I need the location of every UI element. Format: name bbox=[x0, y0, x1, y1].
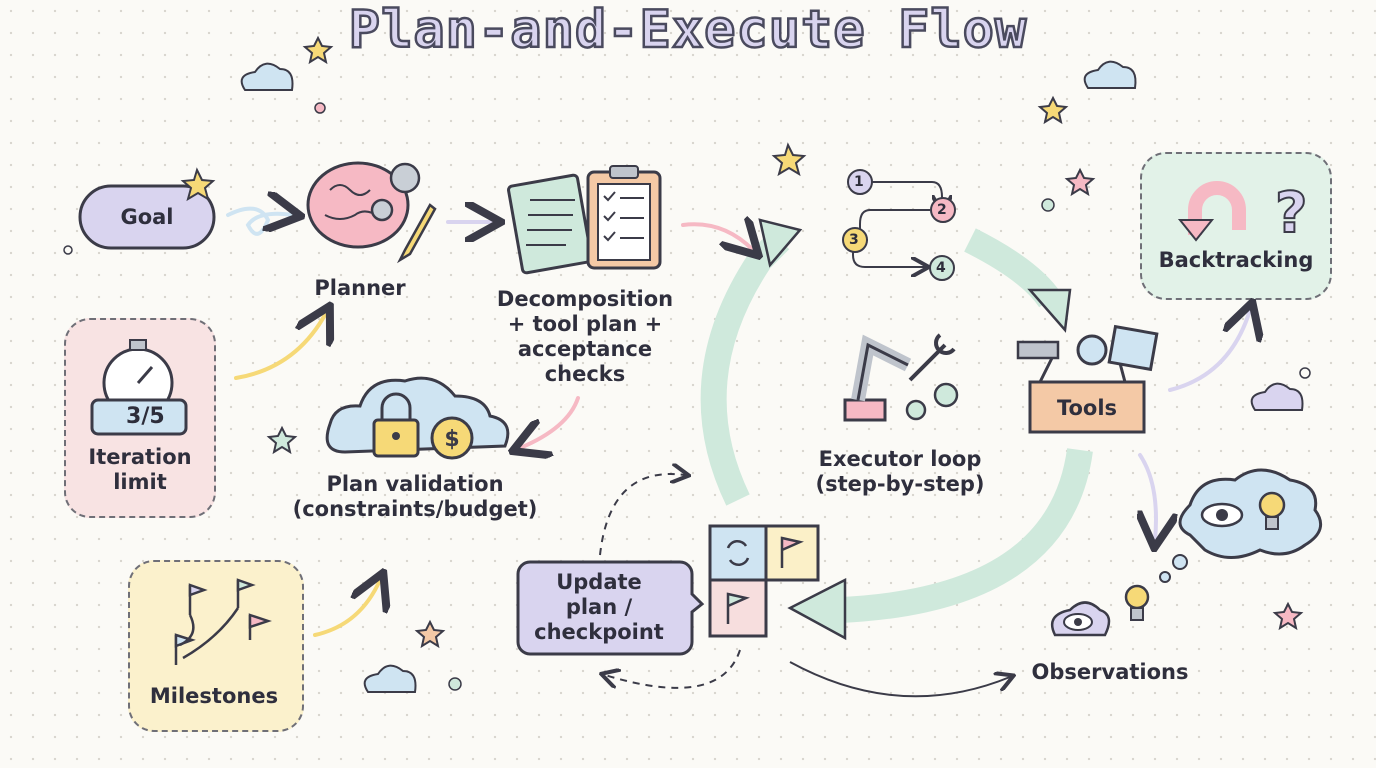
small-cloud bbox=[1083, 60, 1137, 89]
svg-text:$: $ bbox=[444, 427, 459, 452]
tools-label: Tools bbox=[1056, 396, 1118, 420]
observations-label: Observations bbox=[1031, 660, 1189, 684]
update-plan-bubble bbox=[516, 560, 705, 656]
small-cloud bbox=[363, 664, 417, 693]
toolbox-icon bbox=[1016, 324, 1159, 434]
documents-icon bbox=[507, 173, 593, 275]
step-1: 1 bbox=[854, 174, 864, 190]
step-badge bbox=[842, 227, 868, 253]
update-plan-label: Update plan / checkpoint bbox=[534, 570, 664, 644]
iteration-total: /5 bbox=[141, 404, 165, 429]
step-3: 3 bbox=[849, 232, 859, 248]
lock-icon bbox=[372, 392, 420, 458]
dashed-arrow-update-executor bbox=[599, 474, 685, 556]
arrow-iteration-planner bbox=[234, 313, 326, 380]
arrow-goal-planner bbox=[226, 209, 293, 236]
flag-icon bbox=[780, 536, 804, 568]
gear-icon bbox=[905, 399, 927, 421]
milestones-label: Milestones bbox=[149, 684, 279, 708]
checkpoint-tile bbox=[764, 524, 820, 582]
eye-icon bbox=[1063, 613, 1093, 631]
thought-cloud bbox=[1178, 468, 1323, 559]
star-icon bbox=[414, 619, 446, 649]
checkpoint-tile bbox=[708, 524, 768, 582]
step-badge bbox=[847, 169, 873, 195]
goal-node bbox=[78, 184, 216, 250]
arrow-decomposition-executor bbox=[681, 224, 753, 250]
step-2: 2 bbox=[937, 202, 947, 218]
small-cloud bbox=[1250, 382, 1304, 411]
iteration-counter bbox=[90, 398, 188, 436]
step-badge bbox=[929, 255, 955, 281]
lightbulb-icon bbox=[1124, 584, 1150, 621]
arrow-tools-backtracking bbox=[1168, 310, 1250, 392]
u-turn-icon bbox=[1188, 181, 1246, 235]
arrow-executor-observations bbox=[789, 661, 1010, 698]
gear-icon bbox=[370, 198, 394, 222]
arrow-milestones-validation bbox=[313, 580, 380, 637]
arrow-decomposition-validation bbox=[520, 396, 580, 448]
decomposition-label: Decomposition + tool plan + acceptance c… bbox=[496, 287, 674, 386]
loop-arrow bbox=[839, 448, 1093, 623]
backtracking-label: Backtracking bbox=[1158, 248, 1314, 272]
executor-loop-label: Executor loop (step-by-step) bbox=[815, 447, 985, 496]
dashed-arrow-checkpoint-update bbox=[605, 649, 741, 689]
wrench-icon bbox=[908, 333, 956, 382]
gear-icon bbox=[933, 382, 959, 408]
star-icon bbox=[302, 35, 334, 65]
flag-icon bbox=[726, 592, 750, 624]
coin-icon: $ bbox=[430, 416, 474, 460]
star-icon bbox=[1037, 95, 1069, 125]
clipboard-icon bbox=[586, 165, 662, 270]
small-cloud bbox=[240, 62, 294, 91]
pencil-icon bbox=[396, 203, 437, 264]
milestones-box bbox=[128, 560, 304, 732]
star-icon bbox=[771, 142, 807, 177]
checkpoint-tile bbox=[708, 578, 768, 638]
planner-label: Planner bbox=[314, 276, 406, 300]
star-icon bbox=[1064, 167, 1096, 197]
goal-label: Goal bbox=[120, 205, 174, 229]
star-icon bbox=[1272, 601, 1304, 631]
brain-icon bbox=[306, 161, 410, 249]
robot-arm-icon bbox=[843, 334, 912, 422]
eye-icon bbox=[1200, 502, 1244, 528]
plan-validation-label: Plan validation (constraints/budget) bbox=[292, 472, 538, 521]
flags-icon bbox=[174, 578, 272, 665]
star-icon bbox=[180, 167, 216, 202]
step-sequence bbox=[851, 181, 942, 267]
iteration-current: 3 bbox=[126, 404, 142, 429]
step-badge bbox=[930, 197, 956, 223]
iteration-counter-text: 3/5 bbox=[126, 404, 165, 429]
iteration-limit-label: Iteration limit bbox=[88, 445, 192, 494]
loop-arrow bbox=[700, 230, 790, 506]
star-icon bbox=[266, 425, 298, 455]
gear-icon bbox=[389, 162, 421, 194]
step-4: 4 bbox=[936, 260, 946, 276]
diagram-title: Plan-and-Execute Flow bbox=[348, 0, 1028, 61]
lightbulb-icon bbox=[1258, 491, 1286, 530]
question-mark-icon: ? bbox=[1275, 181, 1307, 246]
refresh-icon bbox=[726, 539, 750, 567]
arrow-tools-observations bbox=[1140, 453, 1156, 540]
